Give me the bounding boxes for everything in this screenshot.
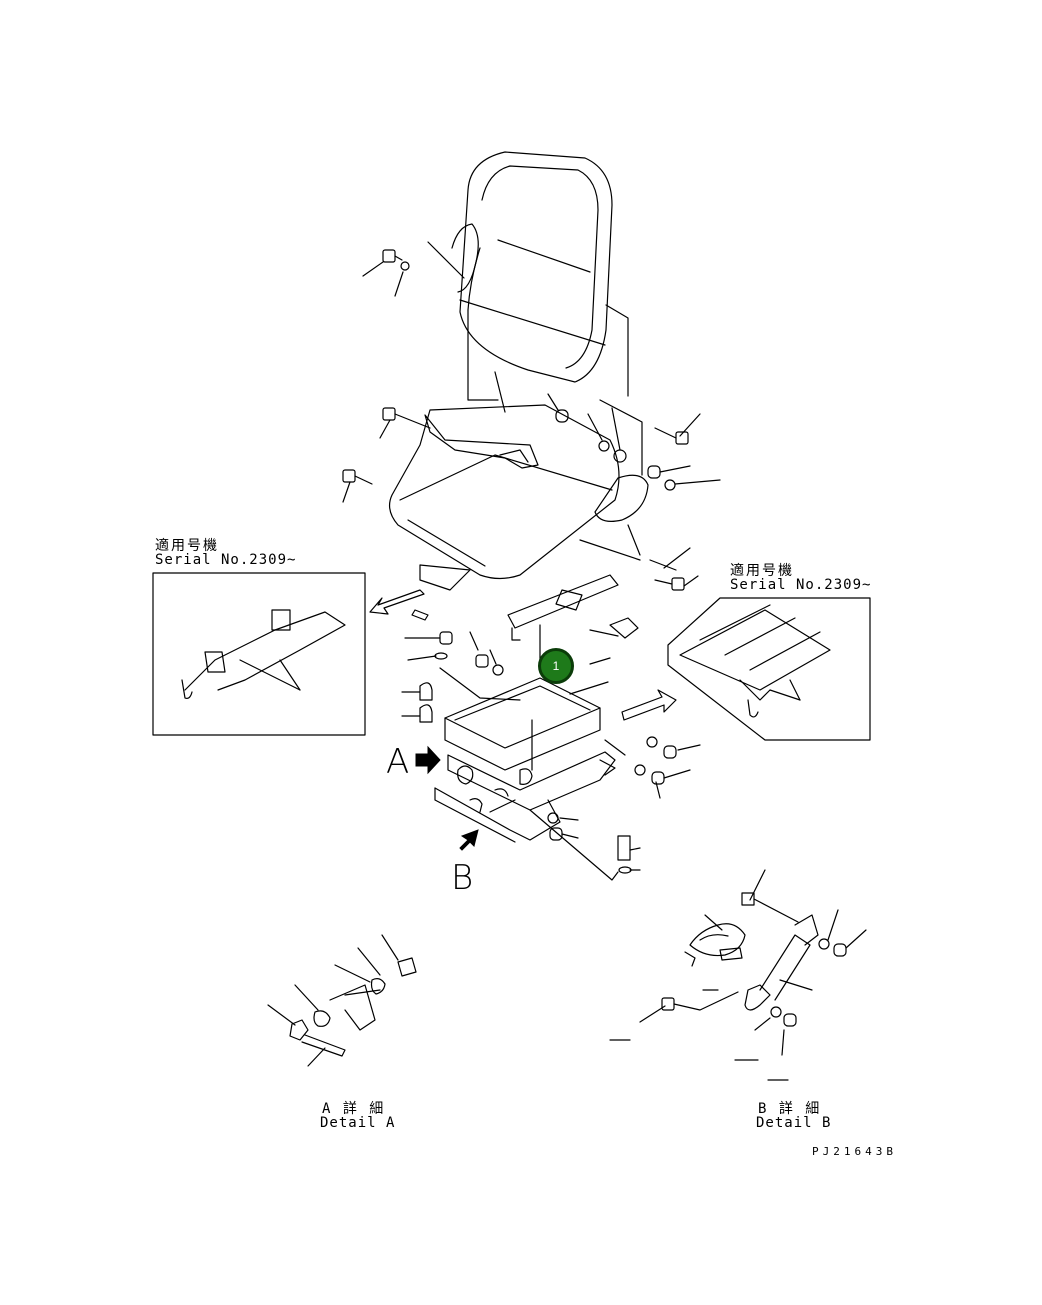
detail-b-title-en: Detail B xyxy=(756,1115,832,1131)
detail-a-parts xyxy=(267,934,417,1067)
direction-arrows xyxy=(369,589,677,721)
view-b-arrow xyxy=(459,829,479,851)
view-a-label: A xyxy=(386,742,410,782)
detail-a-title-en: Detail A xyxy=(320,1115,396,1131)
inset-right xyxy=(667,597,871,741)
leader-lines-top xyxy=(342,241,721,587)
suspension-base xyxy=(434,677,626,843)
drawing-code: PJ21643B xyxy=(812,1145,897,1158)
detail-a-title-jp: A 詳 細 xyxy=(322,1101,386,1117)
serial-label-left-en: Serial No.2309~ xyxy=(155,552,297,568)
serial-label-left-jp: 適用号機 xyxy=(155,538,219,554)
seat-backrest xyxy=(451,151,629,401)
serial-label-right-en: Serial No.2309~ xyxy=(730,577,872,593)
leader-lines-mid xyxy=(279,629,801,881)
seat-cushion xyxy=(388,399,649,580)
detail-b-parts xyxy=(609,869,867,1081)
callout-part-1[interactable]: 1 xyxy=(538,648,574,684)
fasteners-top xyxy=(342,249,689,591)
view-b-label: B xyxy=(451,858,474,898)
serial-label-right-jp: 適用号機 xyxy=(730,563,794,579)
seat-rails xyxy=(411,564,639,671)
view-a-arrow xyxy=(415,745,441,775)
detail-b-title-jp: B 詳 細 xyxy=(758,1101,822,1117)
view-arrows xyxy=(415,745,479,851)
inset-left xyxy=(152,572,366,736)
